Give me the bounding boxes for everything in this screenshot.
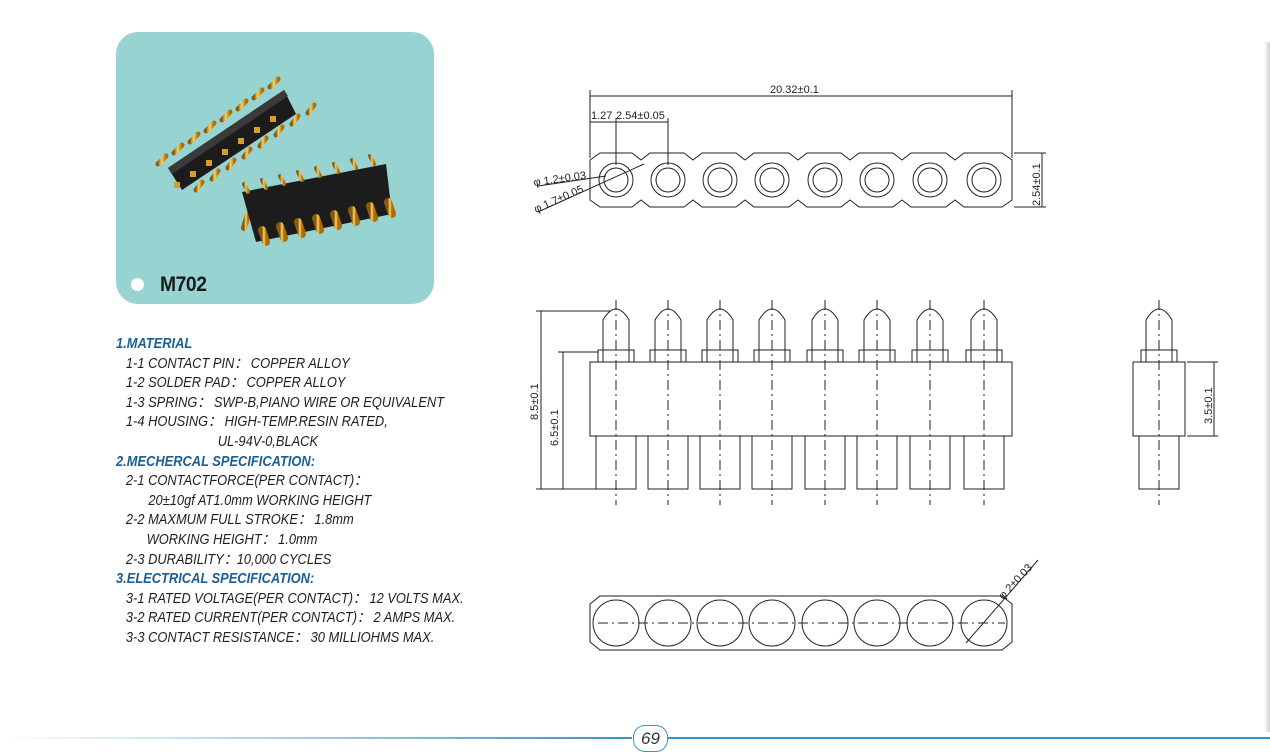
product-photo bbox=[155, 76, 396, 246]
specifications: 1.MATERIAL 1-1 CONTACT PIN： COPPER ALLOY… bbox=[116, 335, 516, 649]
model-code: M702 bbox=[160, 273, 207, 296]
page-number: 69 bbox=[633, 725, 668, 752]
dim-edge-offset: 1.27 bbox=[591, 110, 612, 122]
footer-line-left bbox=[0, 737, 632, 739]
spec-contact-resistance: 3-3 CONTACT RESISTANCE： 30 MILLIOHMS MAX… bbox=[125, 629, 435, 646]
spec-housing-cont: UL-94V-0,BLACK bbox=[217, 433, 319, 450]
material-heading: 1.MATERIAL bbox=[116, 336, 193, 352]
elec-heading: 3.ELECTRICAL SPECIFICATION: bbox=[116, 571, 315, 588]
dim-total-length: 20.32±0.1 bbox=[770, 84, 819, 96]
footer-line-right bbox=[666, 737, 1270, 739]
dim-pitch: 2.54±0.05 bbox=[616, 110, 665, 122]
spec-contact-pin: 1-1 CONTACT PIN： COPPER ALLOY bbox=[125, 355, 350, 372]
dim-housing-height: 3.5±0.1 bbox=[1203, 387, 1215, 424]
spec-contact-force-value: 20±10gf AT1.0mm WORKING HEIGHT bbox=[148, 492, 372, 509]
dim-width: 2.54±0.1 bbox=[1031, 163, 1043, 206]
product-photo-card bbox=[116, 32, 434, 304]
side-view bbox=[1132, 300, 1218, 505]
spec-full-stroke: 2-2 MAXMUM FULL STROKE： 1.8mm bbox=[125, 512, 354, 529]
spec-rated-voltage: 3-1 RATED VOLTAGE(PER CONTACT)： 12 VOLTS… bbox=[125, 590, 464, 607]
model-bullet bbox=[131, 278, 144, 291]
front-view bbox=[536, 300, 1013, 505]
mech-heading: 2.MECHERCAL SPECIFICATION: bbox=[116, 453, 315, 470]
spec-housing: 1-4 HOUSING： HIGH-TEMP.RESIN RATED, bbox=[125, 414, 388, 431]
spec-spring: 1-3 SPRING： SWP-B,PIANO WIRE OR EQUIVALE… bbox=[125, 394, 445, 411]
top-view bbox=[537, 90, 1046, 213]
spec-working-height: WORKING HEIGHT： 1.0mm bbox=[146, 531, 318, 548]
dim-total-height: 8.5±0.1 bbox=[529, 383, 541, 420]
dim-pad-diameter: φ 2±0.03 bbox=[996, 562, 1035, 602]
spec-durability: 2-3 DURABILITY：10,000 CYCLES bbox=[125, 551, 332, 568]
spec-rated-current: 3-2 RATED CURRENT(PER CONTACT)： 2 AMPS M… bbox=[125, 610, 456, 627]
page-edge-shadow bbox=[1264, 42, 1270, 732]
dim-body-height: 6.5±0.1 bbox=[549, 409, 561, 446]
bottom-view bbox=[589, 559, 1039, 651]
spec-solder-pad: 1-2 SOLDER PAD： COPPER ALLOY bbox=[125, 375, 346, 392]
spec-contact-force: 2-1 CONTACTFORCE(PER CONTACT)： bbox=[125, 473, 368, 490]
